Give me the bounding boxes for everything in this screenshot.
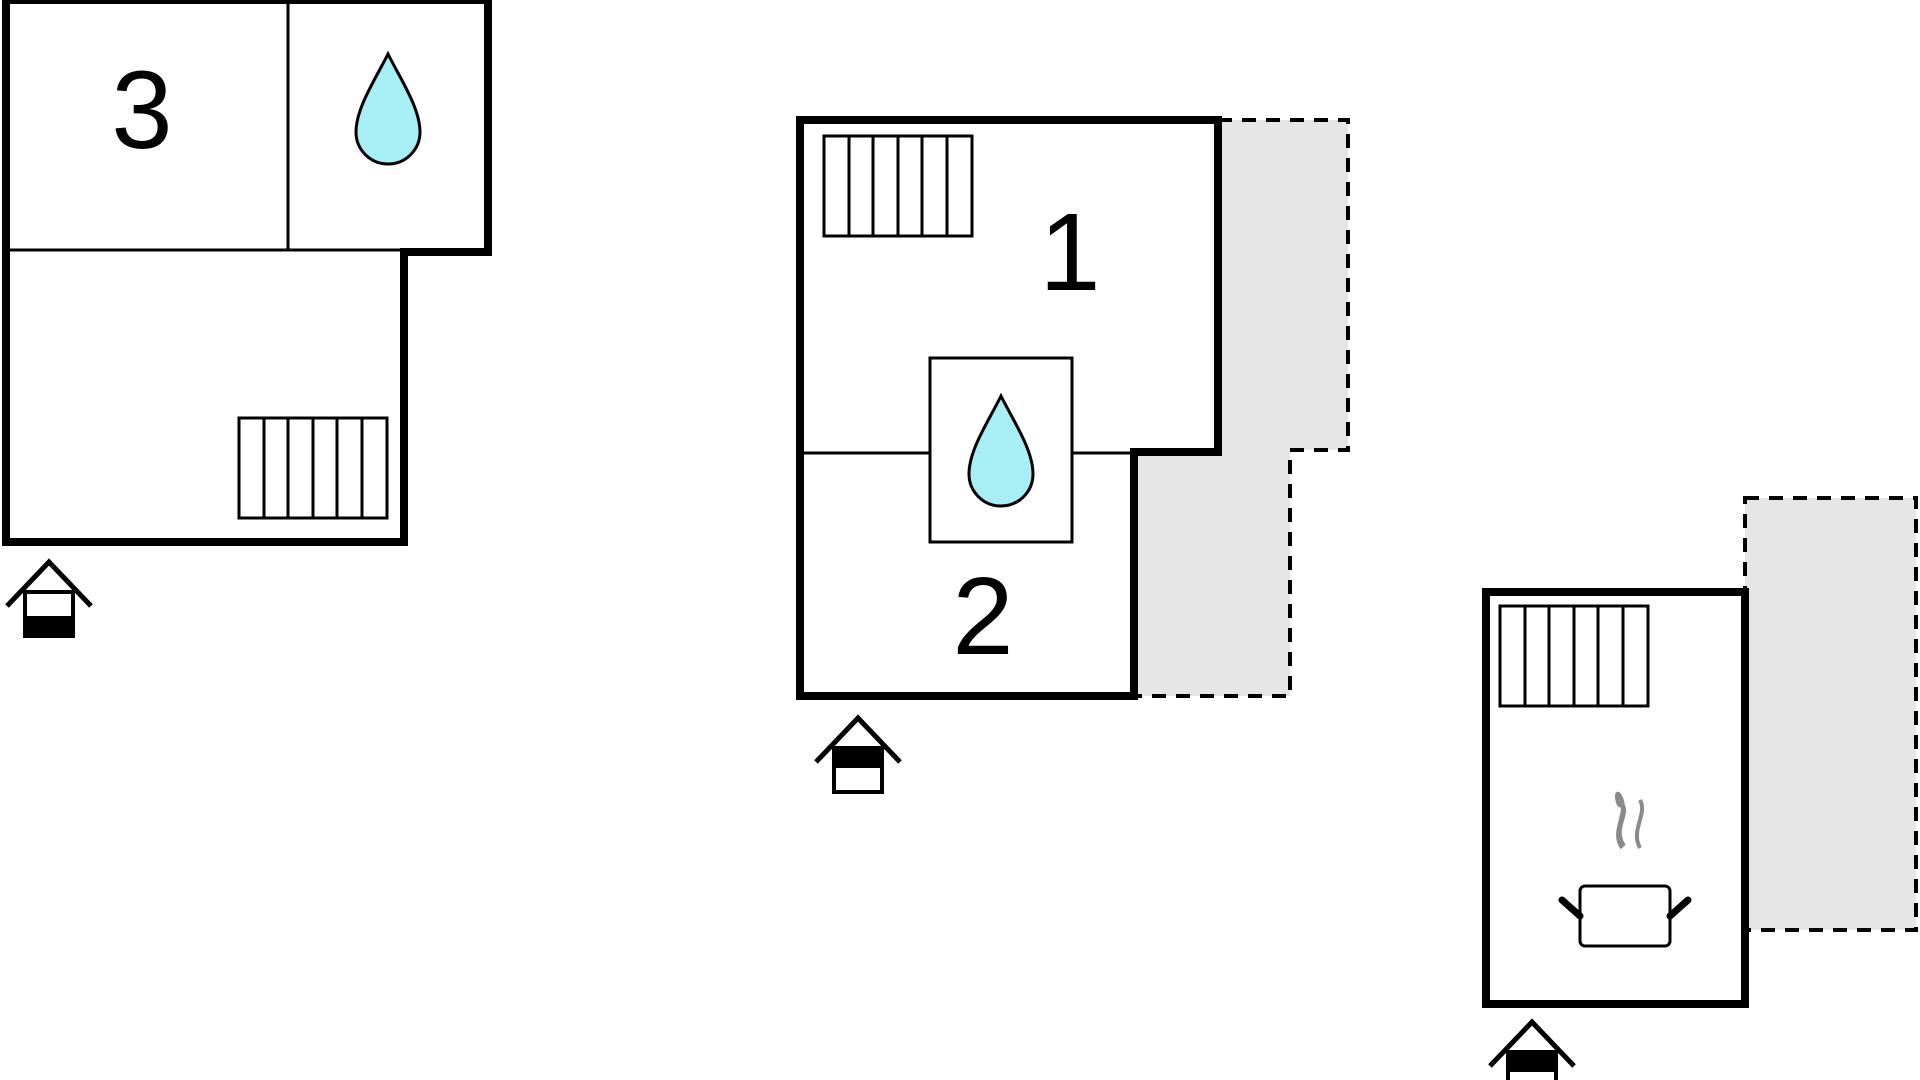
entrance-icon xyxy=(814,714,902,794)
room-number-3: 3 xyxy=(111,49,172,172)
terrace xyxy=(1132,118,1350,698)
entrance-icon xyxy=(1488,1018,1576,1080)
room-number-2: 2 xyxy=(952,555,1013,678)
bed-icon xyxy=(1498,604,1650,708)
water-drop-icon xyxy=(354,50,422,166)
water-drop-icon xyxy=(967,392,1035,508)
bed-icon xyxy=(237,416,389,520)
right-building xyxy=(1482,496,1918,1080)
bed-icon xyxy=(822,134,974,238)
left-building: 3 xyxy=(2,0,492,638)
room-number-1: 1 xyxy=(1039,191,1100,314)
cooking-pot-icon xyxy=(1558,791,1692,948)
entrance-icon xyxy=(5,558,93,638)
middle-building: 1 2 xyxy=(796,116,1350,794)
terrace xyxy=(1743,496,1918,932)
